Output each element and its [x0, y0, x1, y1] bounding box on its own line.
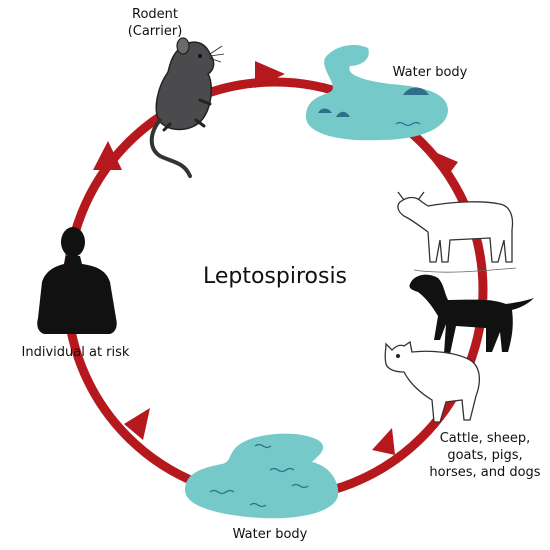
- cow-icon: [397, 191, 517, 273]
- label-water-top: Water body: [385, 64, 475, 81]
- arrow-upper-right: [430, 150, 458, 178]
- label-rodent: Rodent (Carrier): [110, 6, 200, 40]
- diagram-title: Leptospirosis: [203, 264, 347, 289]
- label-line: Rodent: [132, 7, 178, 22]
- label-line: (Carrier): [127, 24, 183, 39]
- water-pool-icon: [305, 45, 448, 141]
- label-line: Water body: [232, 527, 308, 542]
- label-line: horses, and dogs: [429, 465, 541, 480]
- arrow-upper-left: [93, 141, 122, 170]
- label-animals: Cattle, sheep, goats, pigs, horses, and …: [425, 430, 545, 481]
- label-line: Individual at risk: [21, 345, 130, 360]
- pig-icon: [384, 340, 481, 423]
- person-silhouette-icon: [37, 227, 117, 334]
- label-line: goats, pigs,: [447, 448, 523, 463]
- arrow-lower-left: [124, 408, 150, 440]
- label-line: Cattle, sheep,: [439, 431, 531, 446]
- label-line: Water body: [392, 65, 468, 80]
- arrow-lower-right: [372, 428, 395, 455]
- label-water-bottom: Water body: [220, 526, 320, 543]
- arrow-top: [255, 61, 285, 88]
- dog-icon: [409, 274, 534, 354]
- rat-icon: [149, 37, 225, 178]
- water-pool-icon: [185, 433, 339, 519]
- label-human: Individual at risk: [8, 344, 143, 361]
